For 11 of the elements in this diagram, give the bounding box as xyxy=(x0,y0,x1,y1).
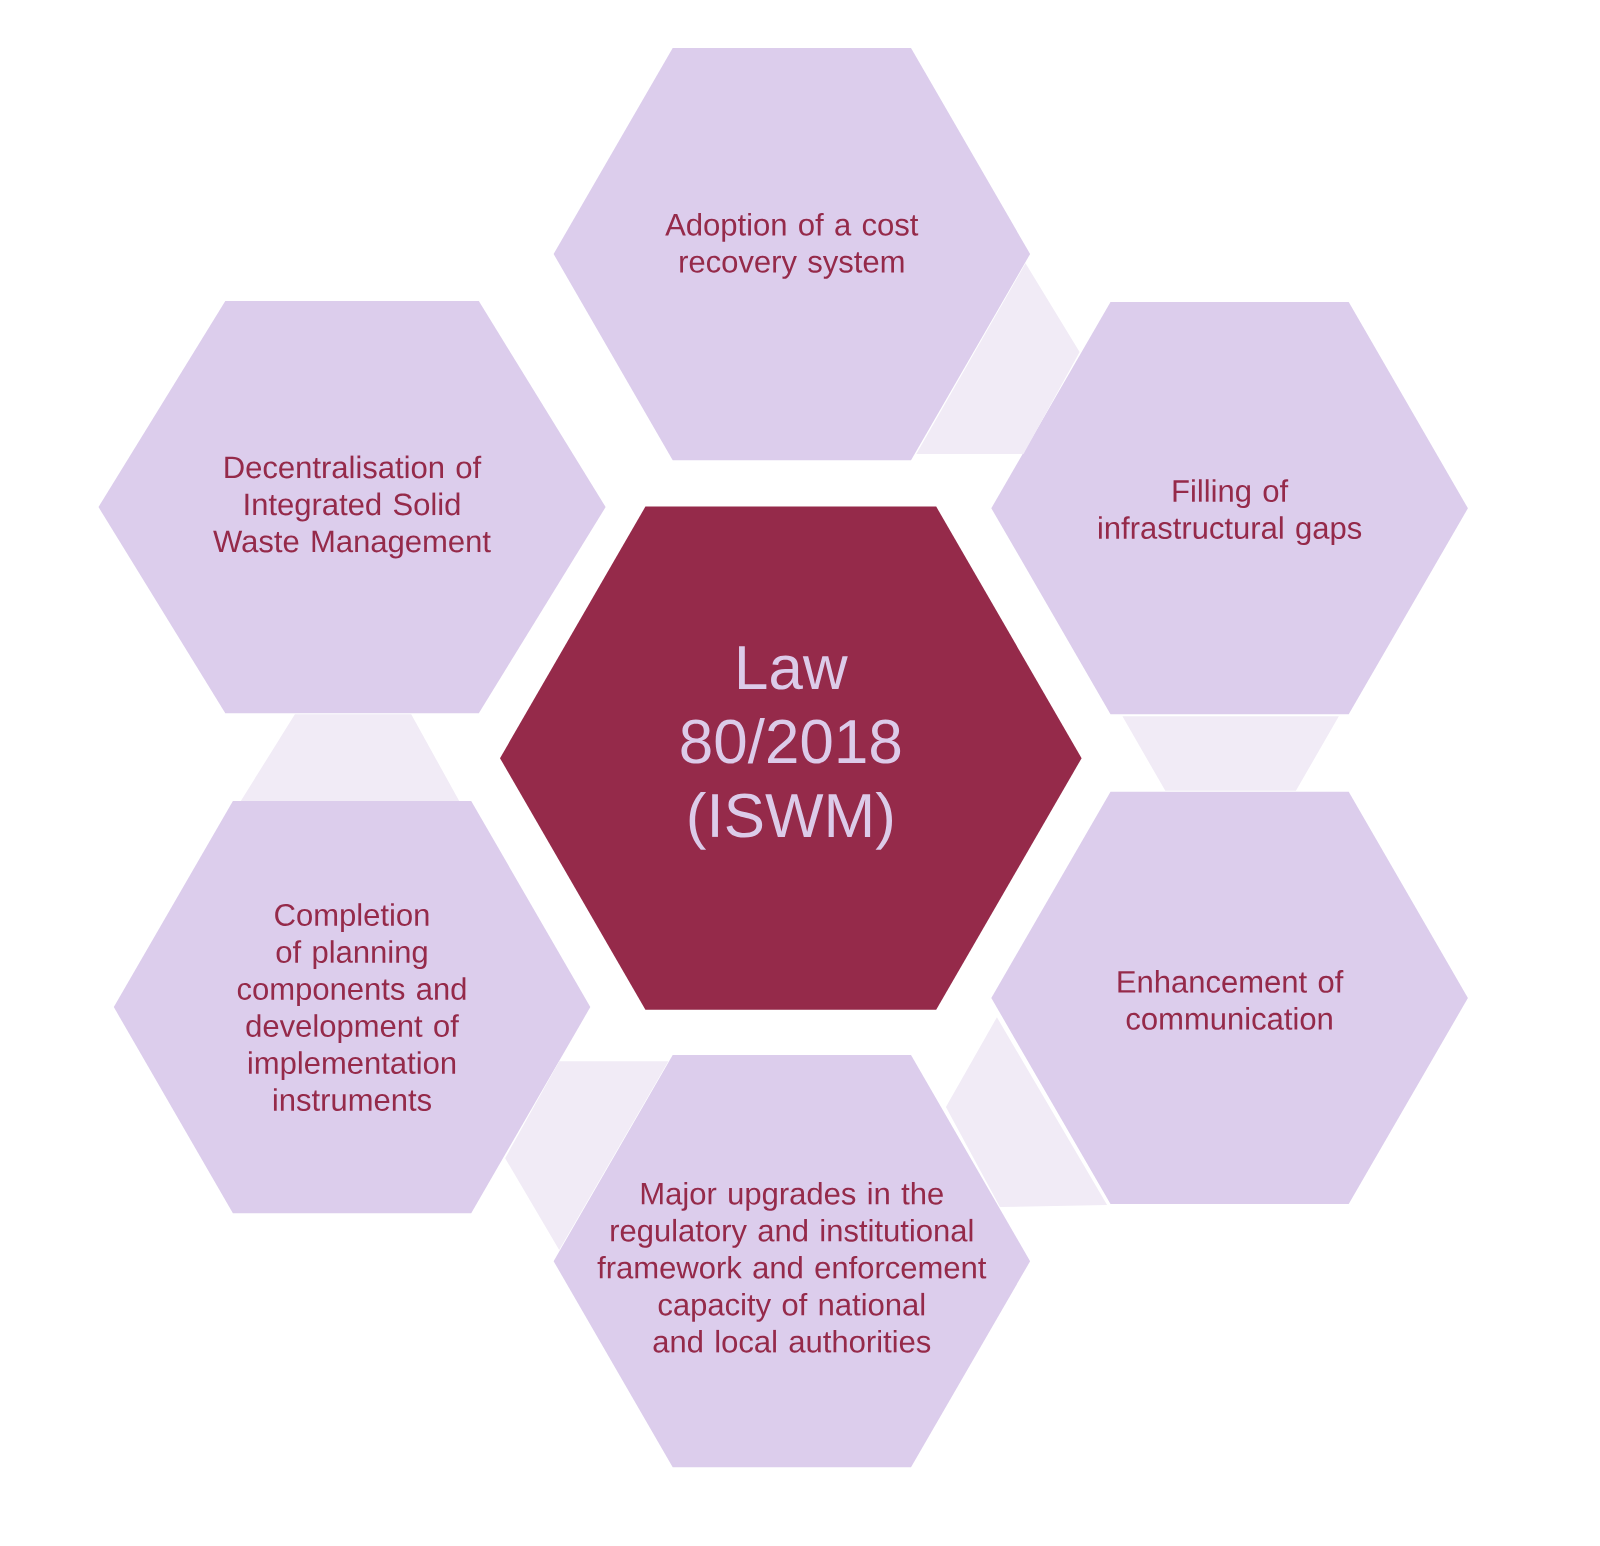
center-hexagon: Law 80/2018 (ISWM) xyxy=(500,506,1082,1010)
connector-band xyxy=(916,263,1080,455)
hexagon: Decentralisation of Integrated Solid Waste Management xyxy=(98,301,606,714)
connector-band xyxy=(1122,716,1339,791)
hexagon: Enhancement of communication xyxy=(991,791,1468,1205)
connector-band xyxy=(240,714,460,801)
hexagon: Filling of infrastructural gaps xyxy=(991,302,1468,715)
connector-band xyxy=(945,1017,1108,1208)
hexagon: Major upgrades in the regulatory and institutional framework and enforcement capacity of national and local authorities xyxy=(553,1055,1031,1468)
hexagon: Adoption of a cost recovery system xyxy=(553,48,1031,461)
hexagon: Completion of planning components and development of implementation instruments xyxy=(113,801,591,1214)
